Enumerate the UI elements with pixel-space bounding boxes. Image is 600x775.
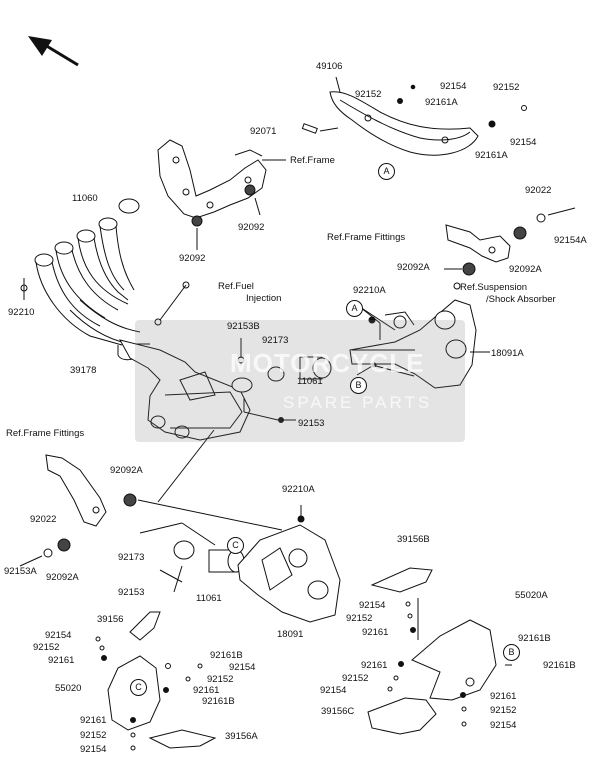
ref-frame-label: Ref.Frame — [290, 155, 335, 166]
part-label-92092A: 92092A — [397, 262, 430, 273]
muffler-18091A-shape — [349, 299, 477, 389]
part-label-92152: 92152 — [493, 82, 520, 93]
frame-bracket-shape — [157, 139, 267, 219]
part-label-11061: 11061 — [196, 593, 222, 604]
part-label-92161: 92161 — [362, 627, 389, 638]
part-label-11060: 11060 — [72, 193, 98, 204]
ref-fuel-injection-label: Ref.Fuel — [218, 281, 254, 292]
part-label-18091A: 18091A — [491, 348, 524, 359]
part-label-92152: 92152 — [490, 705, 517, 716]
part-label-92152: 92152 — [33, 642, 60, 653]
part-label-92210A: 92210A — [282, 484, 315, 495]
part-label-92154A: 92154A — [554, 235, 587, 246]
callout-b: B — [350, 377, 367, 394]
part-label-55020A: 55020A — [515, 590, 548, 601]
part-label-92092: 92092 — [179, 253, 206, 264]
part-label-92161B: 92161B — [543, 660, 576, 671]
part-label-92161B: 92161B — [202, 696, 235, 707]
ref-shock-absorber-label: /Shock Absorber — [486, 294, 556, 305]
part-label-11061: 11061 — [297, 376, 323, 387]
bracket-49106-shape — [329, 91, 479, 156]
cover-55020A-shape — [411, 619, 497, 701]
frame-fitting-left-shape — [45, 454, 107, 527]
part-label-92161B: 92161B — [210, 650, 243, 661]
frame-fitting-right-shape — [445, 224, 511, 263]
part-label-92173: 92173 — [118, 552, 145, 563]
callout-c: C — [227, 537, 244, 554]
part-label-92161: 92161 — [361, 660, 388, 671]
part-label-92161B: 92161B — [518, 633, 551, 644]
part-label-92092A: 92092A — [110, 465, 143, 476]
part-label-92022: 92022 — [525, 185, 552, 196]
part-label-39156A: 39156A — [225, 731, 258, 742]
part-label-92154: 92154 — [45, 630, 72, 641]
callout-a: A — [378, 163, 395, 180]
cover-39156C-shape — [367, 697, 437, 735]
ref-frame-fittings-label: Ref.Frame Fittings — [327, 232, 406, 243]
part-label-92152: 92152 — [207, 674, 234, 685]
part-label-92154: 92154 — [359, 600, 386, 611]
part-label-39156C: 39156C — [321, 706, 355, 717]
part-label-49106: 49106 — [316, 61, 343, 72]
cover-39156-shape — [129, 611, 161, 641]
part-label-92152: 92152 — [355, 89, 382, 100]
part-label-92152: 92152 — [342, 673, 369, 684]
pre-chamber-18091-shape — [119, 339, 251, 441]
part-label-92154: 92154 — [440, 81, 467, 92]
cover-39156A-shape — [148, 729, 217, 749]
part-label-92092A: 92092A — [46, 572, 79, 583]
part-label-92161: 92161 — [80, 715, 107, 726]
part-label-92152: 92152 — [80, 730, 107, 741]
callout-a: A — [346, 300, 363, 317]
part-label-92092: 92092 — [238, 222, 265, 233]
part-label-92153A: 92153A — [4, 566, 37, 577]
part-label-39156: 39156 — [97, 614, 124, 625]
part-label-55020: 55020 — [55, 683, 82, 694]
part-label-92154: 92154 — [510, 137, 537, 148]
muffler-18091-shape — [237, 524, 341, 623]
part-label-92154: 92154 — [490, 720, 517, 731]
ref-suspension-label: Ref.Suspension — [460, 282, 528, 293]
part-label-92154: 92154 — [320, 685, 347, 696]
part-label-92161: 92161 — [490, 691, 517, 702]
front-direction-arrow-icon — [28, 36, 79, 67]
part-label-92210: 92210 — [8, 307, 35, 318]
watermark-line1: MOTORCYCLE — [230, 348, 425, 378]
watermark-line2: SPARE PARTS — [283, 393, 433, 412]
cover-39156B-shape — [370, 567, 433, 593]
part-label-39156B: 39156B — [397, 534, 430, 545]
callout-c: C — [130, 679, 147, 696]
callout-b: B — [503, 644, 520, 661]
part-label-92092A: 92092A — [509, 264, 542, 275]
part-label-92153: 92153 — [118, 587, 145, 598]
part-label-92210A: 92210A — [353, 285, 386, 296]
part-label-92071: 92071 — [250, 126, 277, 137]
ref-fuel-injection-label-2: Injection — [246, 293, 282, 304]
part-label-92161: 92161 — [193, 685, 220, 696]
part-label-18091: 18091 — [277, 629, 304, 640]
part-label-92161A: 92161A — [425, 97, 458, 108]
part-label-92161A: 92161A — [475, 150, 508, 161]
part-label-92173: 92173 — [262, 335, 289, 346]
watermark-box — [135, 320, 465, 442]
part-label-92154: 92154 — [80, 744, 107, 755]
exhaust-header-pipes-shape — [34, 217, 150, 361]
part-label-92152: 92152 — [346, 613, 373, 624]
part-label-39178: 39178 — [70, 365, 97, 376]
ref-frame-fittings-label: Ref.Frame Fittings — [6, 428, 85, 439]
part-label-92153B: 92153B — [227, 321, 260, 332]
part-label-92154: 92154 — [229, 662, 256, 673]
part-label-92153: 92153 — [298, 418, 325, 429]
part-label-92022: 92022 — [30, 514, 57, 525]
part-label-92161: 92161 — [48, 655, 75, 666]
